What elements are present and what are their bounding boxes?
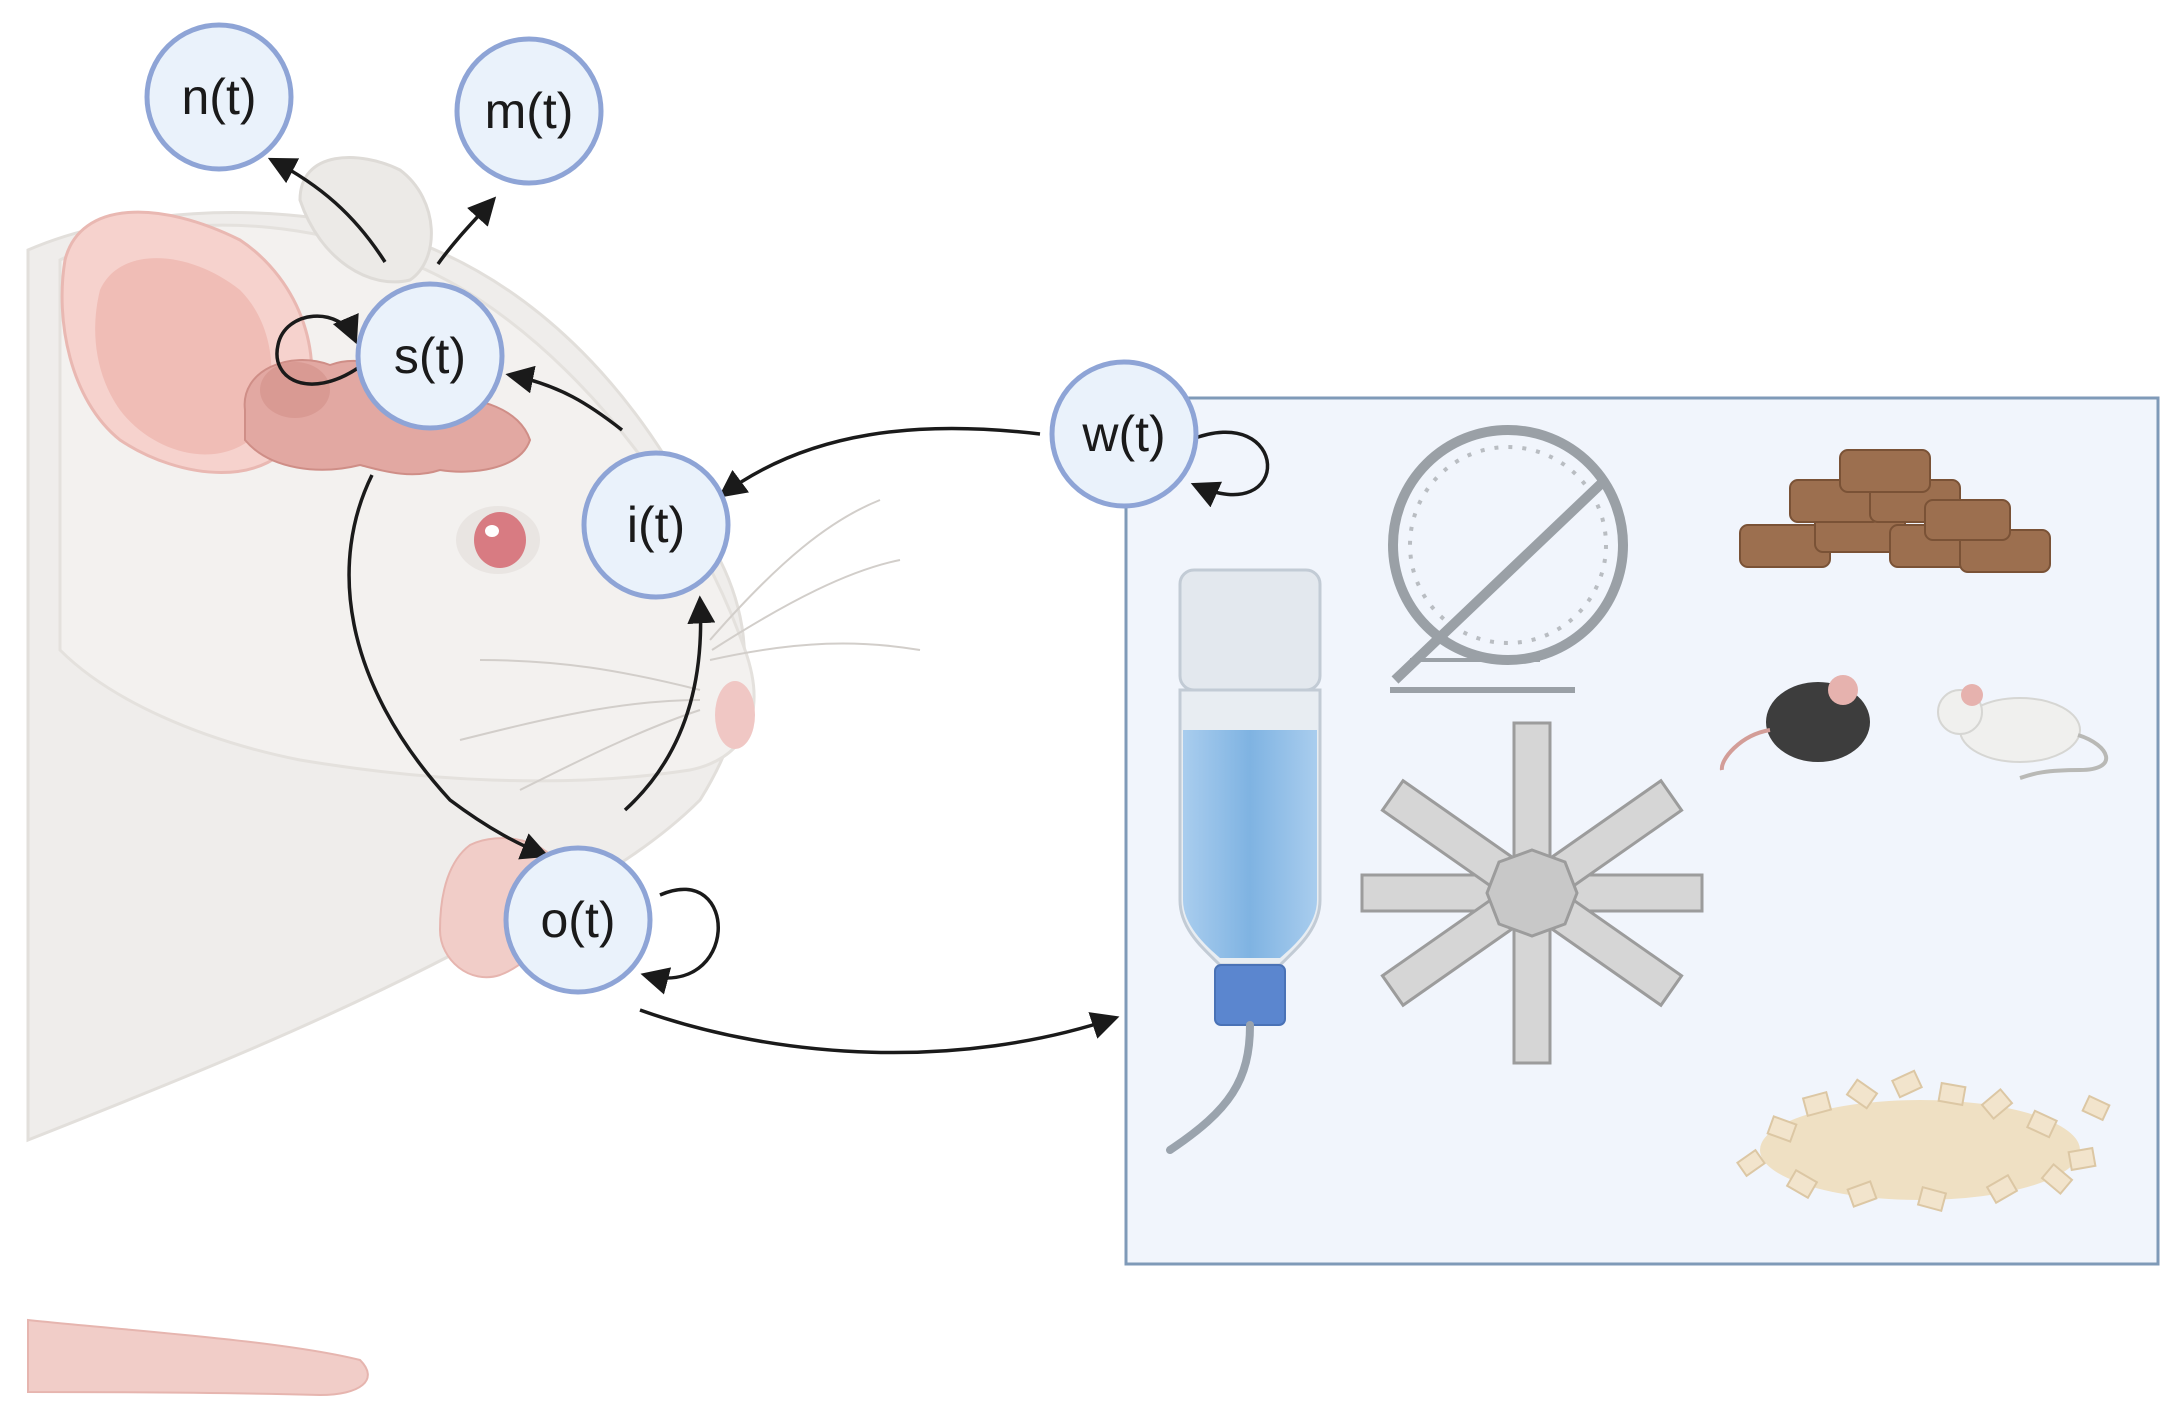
arrow-s-to-n bbox=[267, 157, 387, 263]
arrow-s-self bbox=[275, 313, 359, 386]
arrow-i-to-s bbox=[505, 365, 624, 432]
arrow-o-to-i bbox=[623, 595, 716, 812]
running-wheel-icon bbox=[1388, 425, 1628, 693]
node-i: i(t) bbox=[581, 450, 731, 600]
node-n: n(t) bbox=[144, 22, 294, 172]
node-n-label: n(t) bbox=[182, 69, 257, 125]
arrow-s-to-o bbox=[347, 474, 550, 860]
arrows bbox=[267, 157, 1270, 1055]
node-o: o(t) bbox=[503, 845, 653, 995]
bedding-icon bbox=[1736, 1069, 2111, 1213]
arrow-w-self bbox=[1189, 430, 1270, 508]
node-s-label: s(t) bbox=[394, 328, 466, 384]
node-w: w(t) bbox=[1049, 359, 1199, 509]
node-i-label: i(t) bbox=[627, 497, 685, 553]
node-o-label: o(t) bbox=[541, 892, 616, 948]
node-m: m(t) bbox=[454, 36, 604, 186]
food-pellets-icon bbox=[1739, 449, 2051, 573]
mice-icon bbox=[1719, 675, 2109, 780]
arrow-o-to-env bbox=[639, 1008, 1120, 1055]
radial-arm-maze-icon bbox=[1360, 721, 1704, 1065]
brain-icon bbox=[243, 359, 532, 476]
rat-illustration bbox=[26, 156, 921, 1397]
arrow-s-to-m bbox=[436, 196, 497, 266]
node-w-label: w(t) bbox=[1081, 406, 1165, 462]
water-bottle-icon bbox=[1166, 568, 1322, 1154]
arrow-w-to-i bbox=[718, 426, 1041, 498]
node-s: s(t) bbox=[355, 281, 505, 431]
arrow-o-self bbox=[640, 887, 720, 995]
node-m-label: m(t) bbox=[485, 83, 574, 139]
